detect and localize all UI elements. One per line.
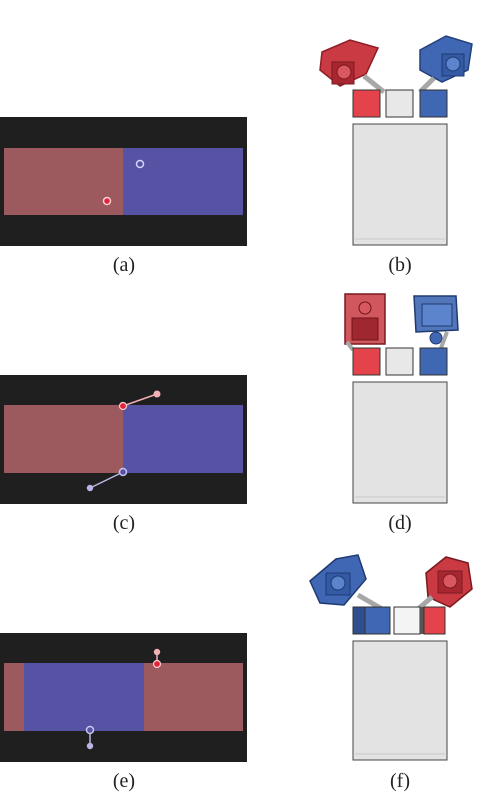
table bbox=[352, 640, 448, 761]
red-robot-arm-icon bbox=[319, 39, 386, 94]
blue-region bbox=[24, 663, 144, 731]
red-motion-line bbox=[122, 393, 158, 407]
blue-target-marker bbox=[86, 484, 94, 492]
panel-d-image bbox=[344, 293, 459, 504]
blue-robot-arm-icon bbox=[418, 35, 473, 94]
blue-marker bbox=[118, 467, 128, 477]
red-region-left bbox=[4, 663, 24, 731]
panel-d bbox=[310, 288, 490, 506]
panel-e bbox=[0, 633, 247, 762]
red-target-marker bbox=[153, 648, 161, 656]
blue-region bbox=[123, 405, 243, 473]
red-marker bbox=[118, 401, 128, 411]
blue-robot-arm-icon bbox=[309, 554, 384, 612]
panel-c-image bbox=[0, 375, 247, 504]
panel-b-image bbox=[319, 35, 473, 246]
caption-e: (e) bbox=[112, 770, 136, 792]
blue-marker bbox=[135, 159, 145, 169]
red-region-right bbox=[144, 663, 243, 731]
panel-a bbox=[0, 117, 247, 246]
blue-block bbox=[419, 347, 448, 376]
red-marker bbox=[102, 196, 112, 206]
caption-a: (a) bbox=[112, 254, 136, 276]
blue-block-edge bbox=[352, 606, 366, 635]
red-marker bbox=[152, 659, 162, 669]
red-robot-arm-icon bbox=[416, 556, 473, 611]
panel-b bbox=[310, 30, 490, 248]
red-block bbox=[423, 606, 446, 635]
caption-c: (c) bbox=[112, 512, 136, 534]
caption-f: (f) bbox=[390, 770, 410, 792]
panel-f bbox=[300, 545, 504, 763]
panel-f-image bbox=[309, 554, 473, 761]
panel-a-image bbox=[0, 117, 247, 246]
blue-block bbox=[419, 89, 448, 118]
red-target-marker bbox=[153, 390, 161, 398]
white-block bbox=[385, 347, 414, 376]
blue-region bbox=[123, 148, 243, 215]
blue-gripper-icon bbox=[413, 295, 459, 349]
white-block bbox=[393, 606, 421, 635]
red-region bbox=[4, 148, 123, 215]
blue-target-marker bbox=[86, 742, 94, 750]
red-gripper-icon bbox=[344, 293, 386, 352]
caption-d: (d) bbox=[388, 512, 412, 534]
blue-block bbox=[364, 606, 391, 635]
panel-c bbox=[0, 375, 247, 504]
blue-marker bbox=[85, 725, 95, 735]
red-block bbox=[352, 347, 381, 376]
blue-motion-line bbox=[89, 471, 124, 489]
caption-b: (b) bbox=[388, 254, 412, 276]
table bbox=[352, 123, 448, 246]
red-region bbox=[4, 405, 123, 473]
white-block bbox=[385, 89, 414, 118]
panel-e-image bbox=[0, 633, 247, 762]
red-block bbox=[352, 89, 381, 118]
table bbox=[352, 381, 448, 504]
white-block-edge bbox=[420, 607, 424, 634]
